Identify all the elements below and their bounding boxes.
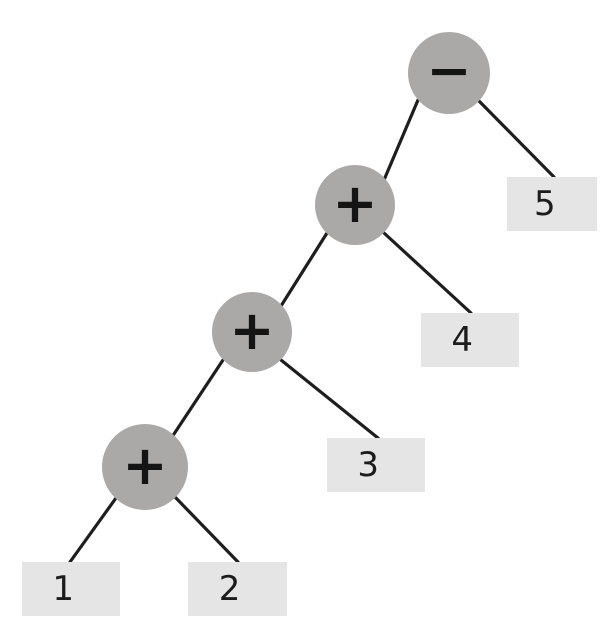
tree-edge-plus_level3-to-leaf_3 [279, 358, 380, 440]
operand-label: 5 [533, 184, 556, 224]
operator-plus-label: + [122, 433, 168, 497]
operator-plus-label: + [229, 298, 275, 362]
node-operator-plus-level2[interactable]: + [315, 165, 395, 245]
node-operand-1[interactable]: 1 [22, 562, 120, 616]
tree-edge-plus_level3-to-plus_level4 [170, 358, 225, 439]
node-operand-4[interactable]: 4 [421, 313, 519, 367]
tree-edge-plus_level2-to-plus_level3 [279, 231, 329, 308]
operand-label: 4 [451, 320, 473, 360]
node-operand-5[interactable]: 5 [507, 177, 597, 231]
operand-label: 3 [357, 445, 379, 485]
tree-edge-plus_level4-to-leaf_1 [68, 496, 118, 564]
tree-edge-plus_level2-to-leaf_4 [382, 231, 473, 315]
node-operator-plus-level3[interactable]: + [212, 292, 292, 372]
node-operator-minus-root[interactable]: − [408, 32, 490, 114]
tree-edge-root_minus-to-leaf_5 [477, 99, 556, 179]
node-operand-3[interactable]: 3 [327, 438, 425, 492]
tree-edge-plus_level4-to-leaf_2 [173, 495, 240, 564]
operand-label: 1 [52, 569, 74, 609]
operator-plus-label: + [332, 171, 378, 235]
operator-minus-label: − [426, 38, 472, 102]
node-operand-2[interactable]: 2 [188, 562, 287, 616]
node-operator-plus-level4[interactable]: + [102, 424, 188, 510]
operand-label: 2 [218, 569, 241, 609]
tree-edge-root_minus-to-plus_level2 [382, 98, 420, 182]
